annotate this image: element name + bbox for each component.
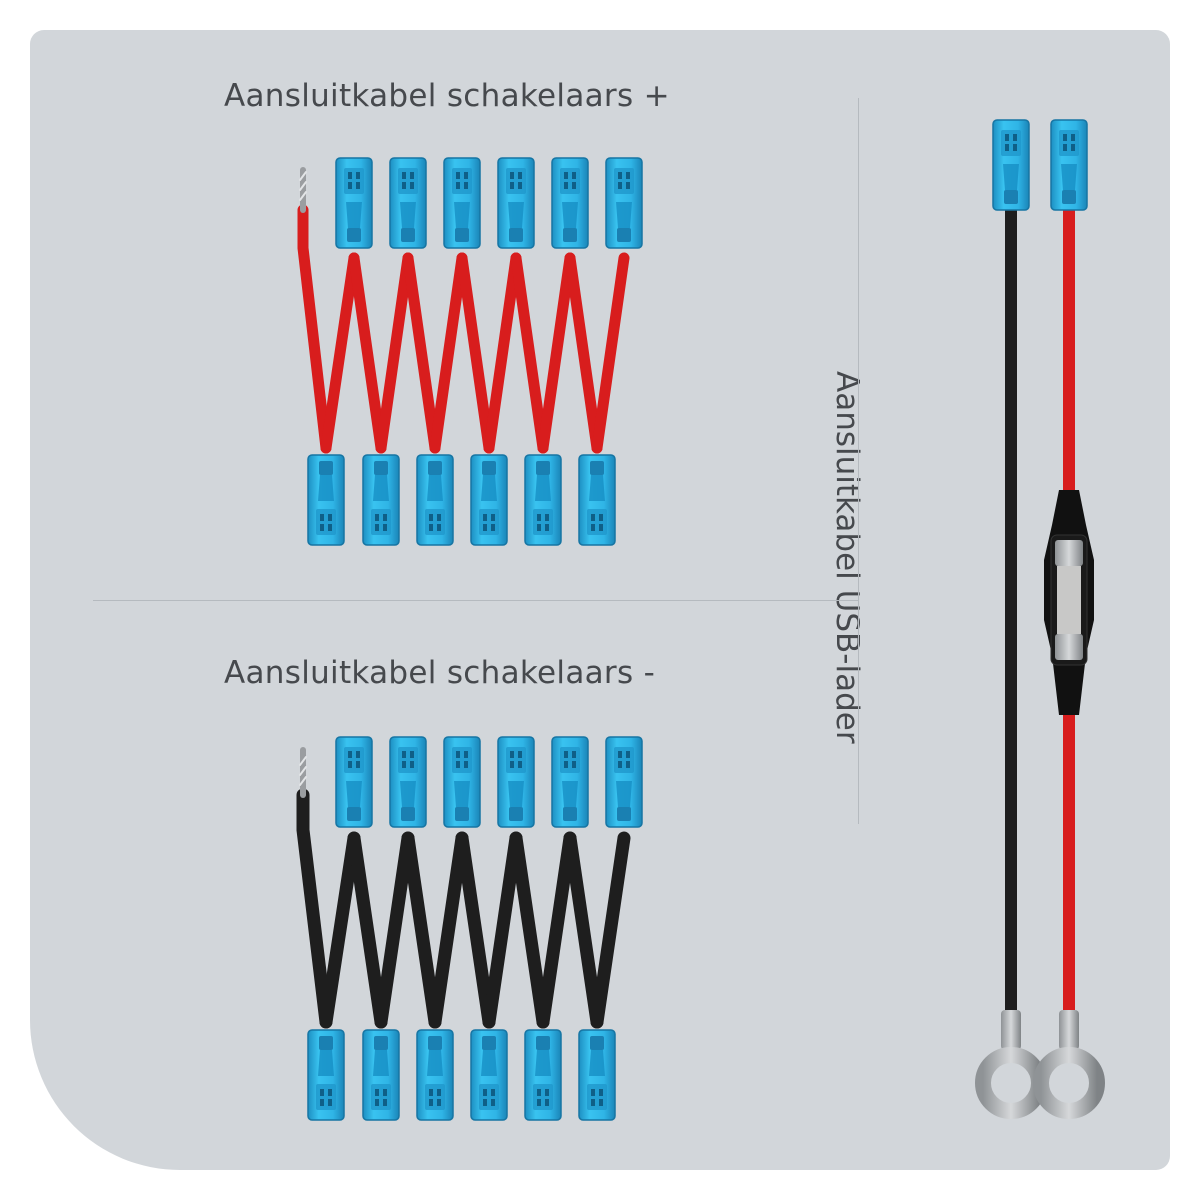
minus-cable-title: Aansluitkabel schakelaars - (224, 655, 656, 691)
plus-cable-group (297, 157, 643, 546)
minus-cable-group (296, 736, 643, 1121)
vertical-divider (858, 98, 859, 824)
plus-cable-title: Aansluitkabel schakelaars + (224, 78, 670, 114)
usb-cable-group (975, 119, 1105, 1119)
ring-terminal-icon (975, 1010, 1105, 1119)
horizontal-divider (93, 600, 858, 601)
fuse-holder-icon (1044, 490, 1094, 715)
